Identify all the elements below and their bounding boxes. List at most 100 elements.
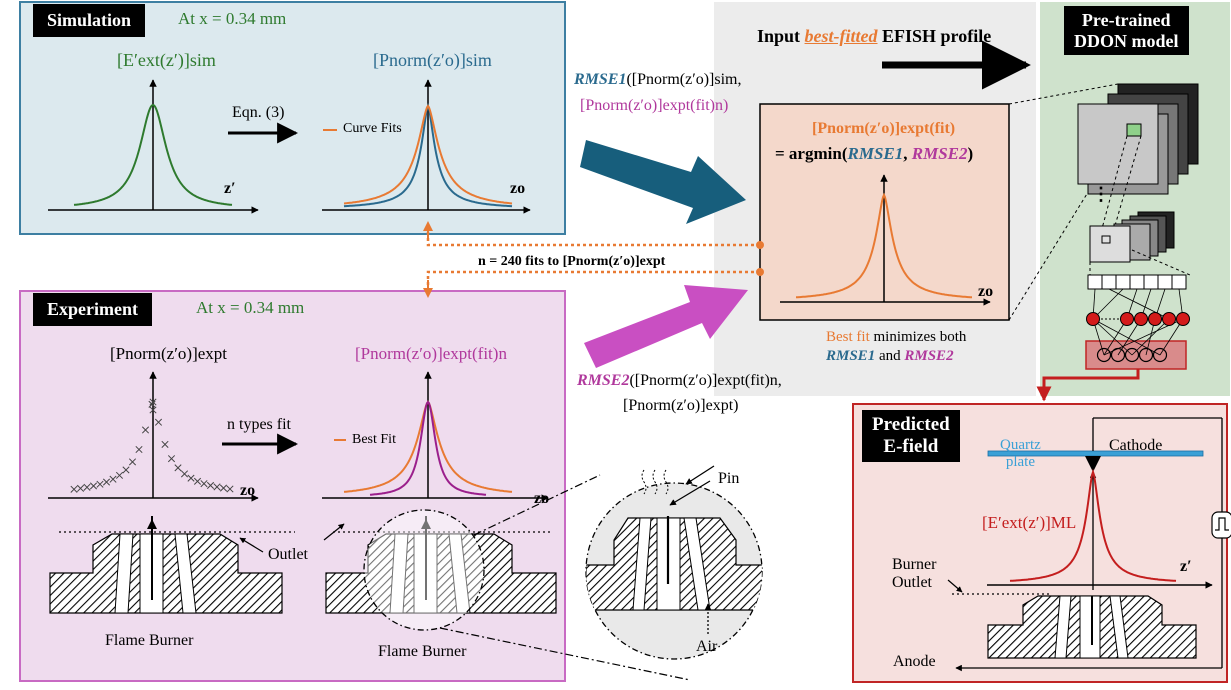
anode-label: Anode xyxy=(893,653,936,670)
cathode-pin xyxy=(1085,456,1101,472)
eqn-label: Eqn. (3) xyxy=(232,104,285,121)
formula-sep: , xyxy=(903,144,912,163)
quartz-line-2: plate xyxy=(1005,454,1035,471)
data-point-cross xyxy=(89,482,98,490)
data-point-cross xyxy=(149,398,157,406)
experimental-data-points xyxy=(70,398,234,493)
quartz-label: Quartz plate xyxy=(1000,437,1041,472)
fits-note: n = 240 fits to [Pnorm(z′o)]expt xyxy=(474,254,670,271)
simulated-efield-curve xyxy=(73,103,233,206)
data-point-cross xyxy=(180,470,189,478)
rmse2-args-1: ([Pnorm(z′o)]expt(fit)n, xyxy=(629,372,782,389)
cathode-label: Cathode xyxy=(1109,437,1163,454)
formula-prefix: = argmin( xyxy=(775,144,848,163)
exp-axis-zo-right: zo xyxy=(534,490,550,507)
data-point-cross xyxy=(161,440,169,448)
data-point-cross xyxy=(193,477,202,485)
curve-fit-curve xyxy=(343,104,513,205)
sim-axis-z: z′ xyxy=(224,180,236,197)
types-fit-label: n types fit xyxy=(227,416,291,433)
outlet-label: Outlet xyxy=(268,546,308,563)
air-label: Air xyxy=(696,638,718,655)
best-fit-title: [Pnorm(z′o)]expt(fit) xyxy=(812,120,956,137)
data-point-cross xyxy=(141,426,150,434)
pulse-source-icon xyxy=(1211,511,1231,539)
best-fitted-profile-curve xyxy=(796,192,972,299)
experiment-tag: Experiment xyxy=(33,293,152,326)
ddon-title-1: Pre-trained xyxy=(1081,10,1171,30)
burner-right-label: Flame Burner xyxy=(378,643,467,660)
ml-efield-label: [E′ext(z′)]ML xyxy=(982,513,1077,532)
data-point-cross xyxy=(187,474,195,482)
expt-label: [Pnorm(z′o)]expt xyxy=(110,344,228,363)
data-point-cross xyxy=(167,455,176,463)
input-suffix: EFISH profile xyxy=(877,26,992,46)
ddon-network-graphic xyxy=(1036,83,1199,402)
rmse2-name: RMSE2 xyxy=(577,372,630,389)
curve-fits-legend: Curve Fits xyxy=(343,121,402,136)
pred-axis-z: z′ xyxy=(1180,558,1192,575)
predicted-tag: Predicted E-field xyxy=(862,410,960,462)
ddon-dots: ⋮ xyxy=(1092,184,1110,204)
best-fit-formula: = argmin(RMSE1, RMSE2) xyxy=(775,144,973,164)
best-caption-2: RMSE1 and RMSE2 xyxy=(826,348,954,365)
predicted-tag-1: Predicted xyxy=(872,414,950,435)
data-point-cross xyxy=(149,406,157,414)
rmse2-label: RMSE2([Pnorm(z′o)]expt(fit)n, xyxy=(577,372,782,390)
data-point-cross xyxy=(102,478,111,486)
data-point-cross xyxy=(148,400,156,408)
exp-axis-zo-left: zo xyxy=(240,482,256,499)
sim-efield-label: [E′ext(z′)]sim xyxy=(117,50,216,70)
fit-label: [Pnorm(z′o)]expt(fit)n xyxy=(355,344,507,363)
flame-burner-right xyxy=(325,516,557,614)
data-point-cross xyxy=(219,484,228,492)
data-point-cross xyxy=(213,483,221,491)
experiment-panel xyxy=(19,290,566,682)
best-caption-1: Best fit minimizes both xyxy=(826,329,966,346)
data-point-cross xyxy=(135,445,143,454)
data-point-cross xyxy=(122,466,130,474)
zoomed-burner xyxy=(586,516,762,634)
narrow-fit-curve xyxy=(369,400,487,496)
input-prefix: Input xyxy=(757,26,805,46)
caption-rmse2: RMSE2 xyxy=(904,348,954,364)
data-point-cross xyxy=(109,475,117,483)
ml-efield-curve xyxy=(1009,468,1177,582)
data-point-cross xyxy=(115,471,124,479)
best-axis-zo: zo xyxy=(978,283,994,300)
data-point-cross xyxy=(76,484,85,492)
burner-outlet-1: Burner xyxy=(892,556,937,573)
data-point-cross xyxy=(174,464,182,472)
sim-axis-zo: zo xyxy=(510,180,526,197)
rmse1-args-1: ([Pnorm(z′o)]sim, xyxy=(626,71,742,88)
smoke-icon xyxy=(641,469,669,495)
predicted-burner xyxy=(987,595,1197,659)
formula-suffix: ) xyxy=(967,144,974,163)
caption-minimizes: minimizes both xyxy=(869,329,967,345)
caption-best-fit: Best fit xyxy=(826,329,870,345)
input-header: Input best-fitted EFISH profile xyxy=(757,26,991,47)
ddon-title-2: DDON model xyxy=(1074,30,1179,51)
formula-rmse1: RMSE1 xyxy=(847,144,904,163)
simulation-tag: Simulation xyxy=(33,4,146,37)
simulation-position: At x = 0.34 mm xyxy=(178,9,287,28)
rmse1-name: RMSE1 xyxy=(574,71,627,88)
predicted-tag-2: E-field xyxy=(883,435,939,457)
zoom-source-circle xyxy=(363,509,485,631)
caption-rmse1: RMSE1 xyxy=(826,348,876,364)
ddon-title: Pre-trained DDON model xyxy=(1064,6,1189,56)
rmse2-arrow xyxy=(584,285,748,368)
pin-label: Pin xyxy=(718,470,740,487)
burner-outlet-2: Outlet xyxy=(892,574,932,592)
data-point-cross xyxy=(200,480,208,488)
input-emphasis: best-fitted xyxy=(804,26,878,46)
data-point-cross xyxy=(226,485,234,493)
rmse1-args-2: [Pnorm(z′o)]expt(fit)n) xyxy=(580,97,729,114)
ddon-panel-background xyxy=(1040,2,1230,396)
data-point-cross xyxy=(96,480,104,488)
rmse2-args-2: [Pnorm(z′o)]expt) xyxy=(623,397,739,414)
data-point-cross xyxy=(70,485,78,493)
data-point-cross xyxy=(83,483,91,491)
